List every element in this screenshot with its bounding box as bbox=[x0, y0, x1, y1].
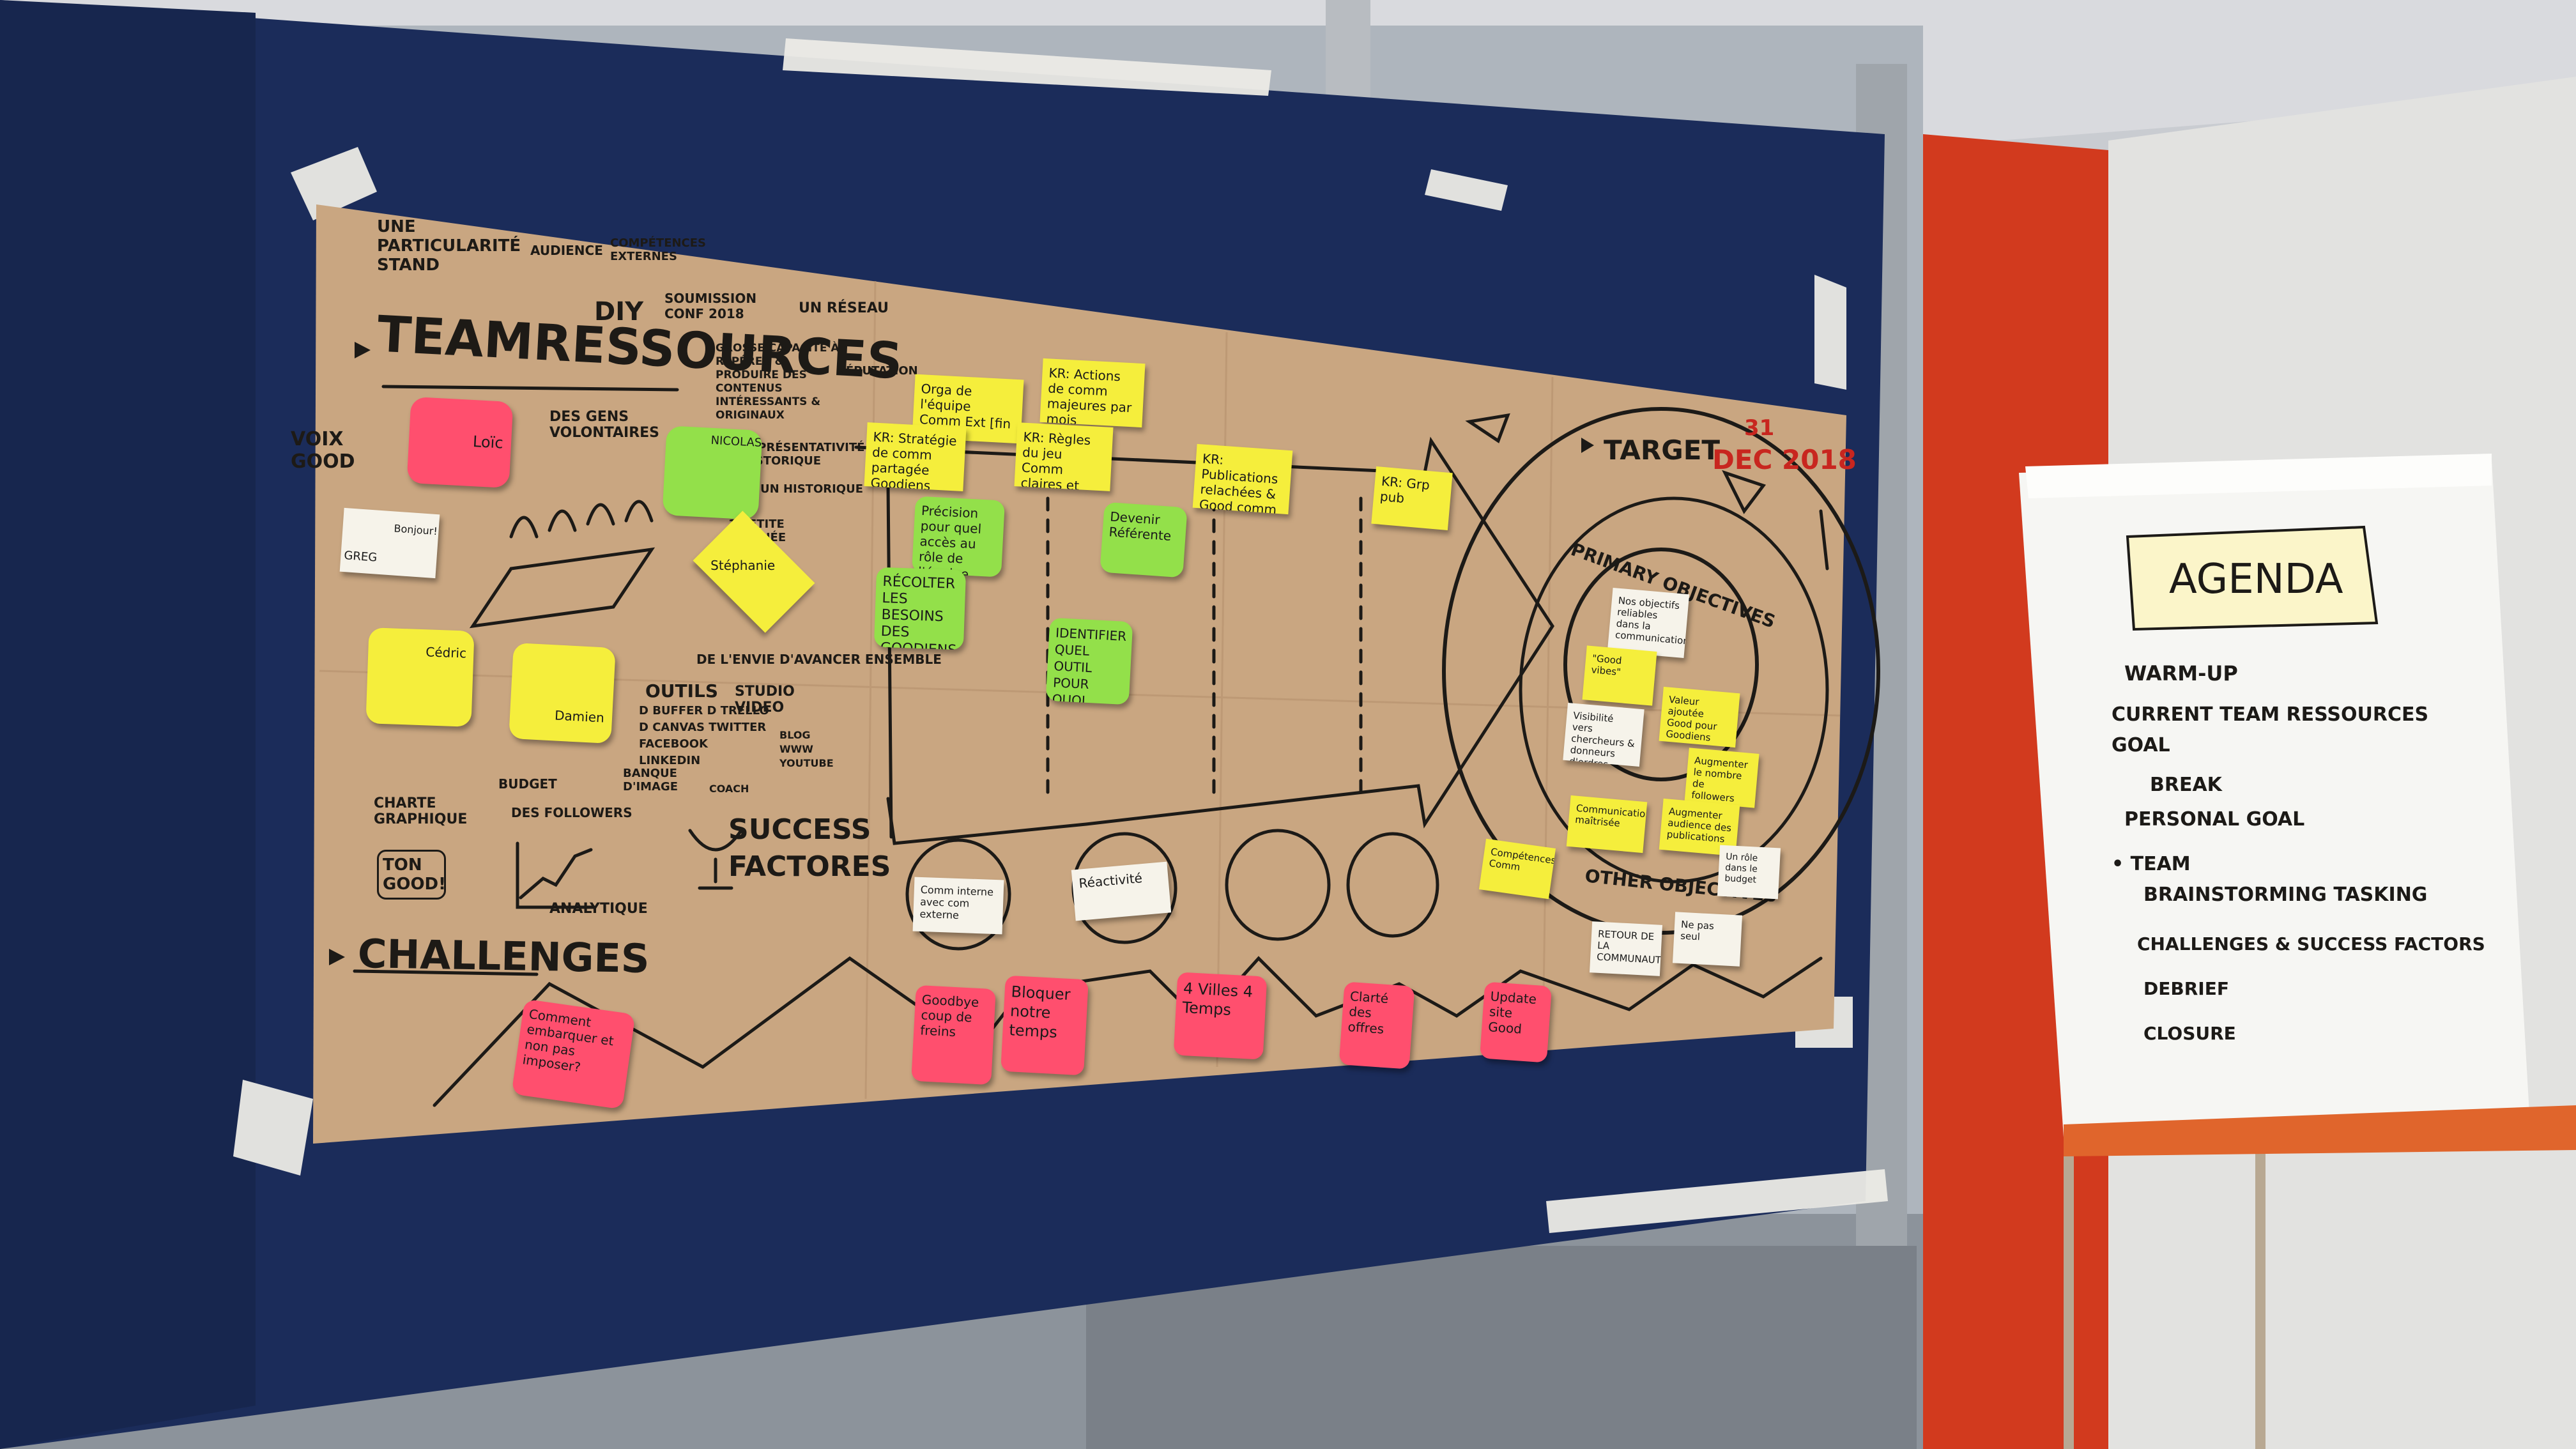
agenda-item: BREAK bbox=[2150, 774, 2222, 796]
target-date-day: 31 bbox=[1744, 415, 1775, 441]
envie-label: DE L'ENVIE D'AVANCER ENSEMBLE bbox=[696, 652, 942, 667]
studio-video-label: STUDIO VIDEO bbox=[735, 684, 795, 716]
target-title: TARGET bbox=[1604, 434, 1721, 466]
agenda-item: BRAINSTORMING TASKING bbox=[2143, 884, 2428, 906]
un-historique-label: UN HISTORIQUE bbox=[760, 482, 864, 496]
agenda-item: CHALLENGES & SUCCESS FACTORS bbox=[2137, 933, 2485, 954]
ton-good-label: TON GOOD! bbox=[377, 850, 446, 900]
voix-good-label: VOIX GOOD bbox=[291, 428, 355, 473]
agenda-item: DEBRIEF bbox=[2143, 978, 2229, 999]
representativite-label: REPRÉSENTATIVITÉ HISTORIQUE bbox=[741, 441, 865, 468]
agenda-item: PERSONAL GOAL bbox=[2124, 808, 2305, 831]
outils-label: OUTILS bbox=[645, 680, 719, 702]
une-particularite-label: UNE PARTICULARITÉ STAND bbox=[377, 217, 521, 275]
des-followers-label: DES FOLLOWERS bbox=[511, 805, 632, 820]
blog-list-label: BLOG WWW YOUTUBE bbox=[779, 729, 834, 769]
soumission-label: SOUMISSION CONF 2018 bbox=[664, 291, 757, 321]
reputation-label: RÉPUTATION bbox=[837, 364, 918, 378]
budget-label: BUDGET bbox=[498, 776, 557, 792]
agenda-item: CURRENT TEAM RESSOURCES bbox=[2112, 703, 2429, 726]
agenda-item: CLOSURE bbox=[2143, 1023, 2236, 1044]
un-reseau-label: UN RÉSEAU bbox=[799, 300, 889, 316]
agenda-item: WARM-UP bbox=[2124, 661, 2238, 686]
flipchart-title: AGENDA bbox=[2169, 556, 2343, 603]
coach-label: COACH bbox=[709, 783, 749, 795]
analytique-label: ANALYTIQUE bbox=[549, 901, 648, 917]
charte-graphique-label: CHARTE GRAPHIQUE bbox=[374, 795, 468, 827]
grosse-capacite-label: GROSSE CAPACITÉ À REPÉRER & PRODUIRE DES… bbox=[716, 342, 839, 422]
flipchart-agenda-list: WARM-UP CURRENT TEAM RESSOURCES GOAL BRE… bbox=[2112, 661, 2527, 1061]
audience-label: AUDIENCE bbox=[530, 243, 603, 258]
competences-externes-label: COMPÉTENCES EXTERNES bbox=[610, 236, 707, 263]
target-date: DEC 2018 bbox=[1712, 444, 1857, 475]
diy-label: DIY bbox=[594, 297, 644, 326]
agenda-item: GOAL bbox=[2112, 734, 2170, 756]
des-gens-label: DES GENS VOLONTAIRES bbox=[549, 409, 660, 441]
success-factors-title: SUCCESS FACTORES bbox=[728, 813, 891, 883]
agenda-item: • TEAM bbox=[2112, 853, 2191, 875]
banque-image-label: BANQUE D'IMAGE bbox=[623, 767, 678, 793]
outils-list-label: D BUFFER D TRELLO D CANVAS TWITTER FACEB… bbox=[639, 704, 769, 767]
